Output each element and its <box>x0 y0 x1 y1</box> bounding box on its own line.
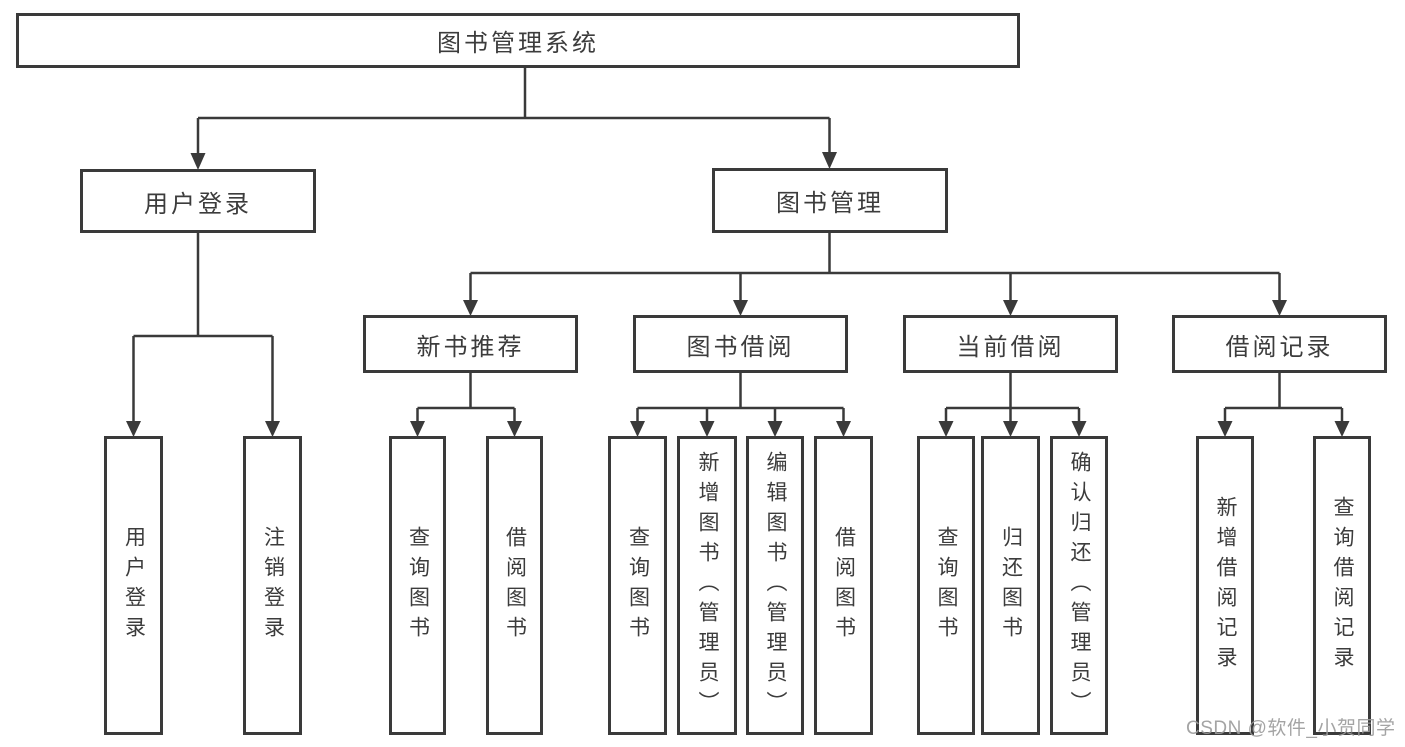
node-book-management: 图书管理 <box>712 168 948 233</box>
node-library-management-system: 图书管理系统 <box>16 13 1020 68</box>
node-query-borrow-record: 查询借阅记录 <box>1313 436 1371 735</box>
node-current-borrowing: 当前借阅 <box>903 315 1118 373</box>
node-add-borrow-record: 新增借阅记录 <box>1196 436 1254 735</box>
node-query-books-current: 查询图书 <box>917 436 975 735</box>
node-borrow-books-recommend: 借阅图书 <box>486 436 543 735</box>
node-confirm-return-admin: 确认归还（管理员） <box>1050 436 1108 735</box>
node-borrowing-records: 借阅记录 <box>1172 315 1387 373</box>
node-borrow-book: 借阅图书 <box>814 436 873 735</box>
node-query-books-borrowing: 查询图书 <box>608 436 667 735</box>
csdn-watermark: CSDN @软件_小贺同学 <box>1186 718 1396 739</box>
node-query-books-recommend: 查询图书 <box>389 436 446 735</box>
node-logout: 注销登录 <box>243 436 302 735</box>
node-new-book-recommendation: 新书推荐 <box>363 315 578 373</box>
node-edit-book-admin: 编辑图书（管理员） <box>746 436 804 735</box>
node-user-login-leaf: 用户登录 <box>104 436 163 735</box>
node-return-book: 归还图书 <box>981 436 1040 735</box>
node-user-login: 用户登录 <box>80 169 316 233</box>
node-add-book-admin: 新增图书（管理员） <box>677 436 737 735</box>
node-book-borrowing: 图书借阅 <box>633 315 848 373</box>
